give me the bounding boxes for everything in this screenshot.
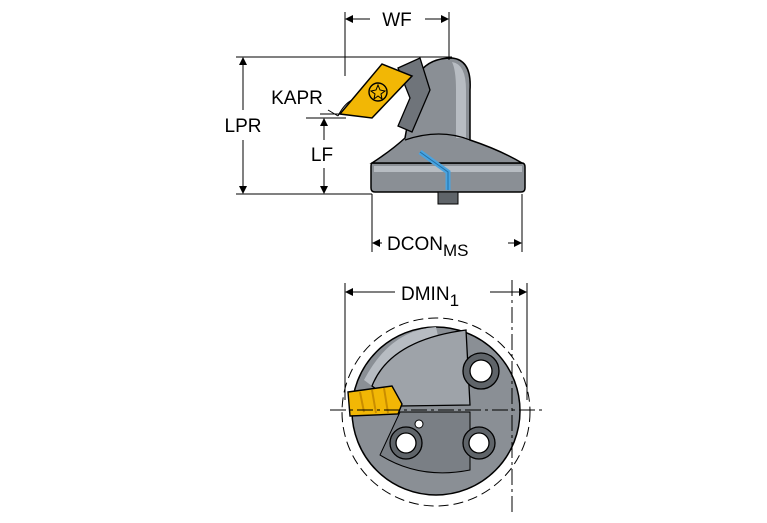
insert-facets: [359, 387, 389, 414]
pin-hole: [414, 419, 424, 429]
lpr-label: LPR: [225, 116, 262, 137]
lf-label: LF: [311, 145, 333, 166]
holder-body: [369, 57, 525, 164]
mounting-hole-bottom-right: [462, 426, 496, 460]
mounting-hole-top-right: [462, 352, 500, 390]
top-view-insert: [347, 385, 403, 417]
body-highlight: [452, 62, 466, 138]
dcon-label: DCONMS: [387, 234, 468, 260]
dmin-circle: [341, 317, 531, 507]
top-view: DMIN1: [330, 280, 545, 515]
side-view: WF LPR LF KAPR DCONMS: [225, 10, 526, 260]
bottom-screw: [437, 191, 459, 205]
torx-icon: [369, 83, 387, 101]
dmin-label: DMIN1: [401, 284, 459, 310]
body-curve: [404, 133, 471, 141]
coolant-channel-edge: [419, 151, 449, 190]
insert-screw-icon: [368, 82, 388, 102]
wf-label: WF: [382, 10, 412, 31]
clamp-pad: [371, 329, 471, 407]
kapr-label: KAPR: [271, 88, 323, 109]
mounting-hole-bottom-left: [389, 426, 423, 460]
